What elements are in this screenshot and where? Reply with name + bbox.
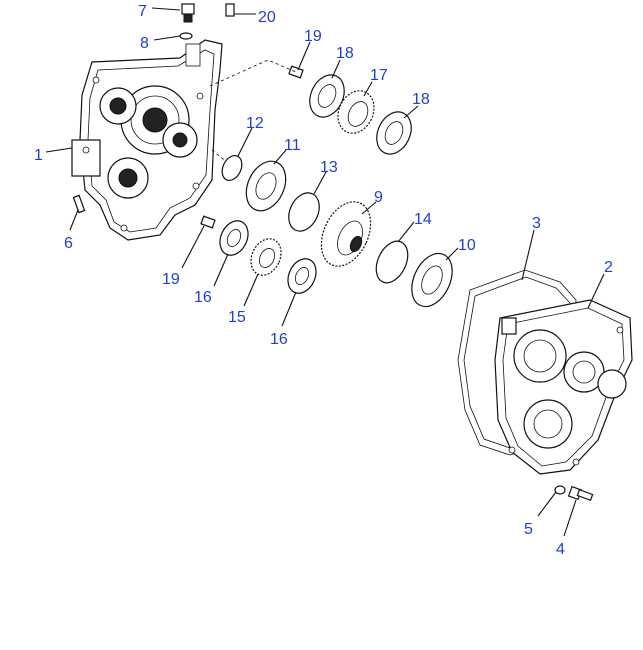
callout-1: 1 xyxy=(34,147,43,164)
callout-13: 13 xyxy=(320,159,338,176)
callout-18-right: 18 xyxy=(412,91,430,108)
callout-19-top: 19 xyxy=(304,28,322,45)
callout-5: 5 xyxy=(524,521,533,538)
washer-5 xyxy=(554,485,566,495)
bearing-10 xyxy=(411,252,453,308)
callout-3: 3 xyxy=(532,215,541,232)
callout-15: 15 xyxy=(228,309,246,326)
fitting-19b xyxy=(200,215,216,229)
fitting-20 xyxy=(225,3,235,17)
callout-6: 6 xyxy=(64,235,73,252)
pin-6 xyxy=(72,194,86,214)
callout-8: 8 xyxy=(140,35,149,52)
callout-9: 9 xyxy=(374,189,383,206)
snap-ring-14 xyxy=(375,240,409,284)
bearing-16b xyxy=(287,258,317,294)
callout-11: 11 xyxy=(284,137,301,154)
gear-15 xyxy=(250,238,282,276)
callout-16-bottom: 16 xyxy=(270,331,288,348)
fitting-19a xyxy=(288,65,304,79)
callout-16-left: 16 xyxy=(194,289,212,306)
bearing-18b xyxy=(376,111,412,155)
callout-10: 10 xyxy=(458,237,476,254)
snap-ring-13 xyxy=(288,192,320,232)
callout-12: 12 xyxy=(246,115,264,132)
bearing-16a xyxy=(219,220,249,256)
callout-2: 2 xyxy=(604,259,613,276)
callout-18-top: 18 xyxy=(336,45,354,62)
fitting-7 xyxy=(181,3,195,23)
snap-ring-12 xyxy=(221,155,243,181)
gear-17 xyxy=(337,90,375,134)
callout-19-bottom: 19 xyxy=(162,271,180,288)
leader-lines xyxy=(45,7,605,537)
gear-9 xyxy=(320,201,372,267)
right-cover xyxy=(494,299,633,475)
callout-14: 14 xyxy=(414,211,432,228)
bearing-11 xyxy=(245,160,287,212)
bolt-4 xyxy=(567,485,594,501)
bearing-18a xyxy=(309,74,345,118)
callout-7: 7 xyxy=(138,3,147,20)
callout-17: 17 xyxy=(370,67,388,84)
left-housing xyxy=(71,39,223,241)
callout-20: 20 xyxy=(258,9,276,26)
callout-4: 4 xyxy=(556,541,565,558)
washer-8 xyxy=(179,32,193,40)
